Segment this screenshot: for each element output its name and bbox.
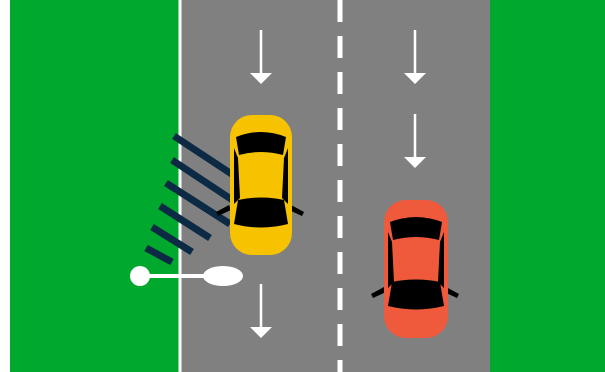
street-lamp-icon — [130, 266, 243, 286]
red-car-icon — [371, 200, 459, 338]
arrow-down-icon — [250, 284, 272, 338]
yellow-car-icon — [216, 115, 304, 255]
arrow-down-icon — [404, 30, 426, 84]
left-grass — [10, 0, 180, 372]
arrow-down-icon — [404, 114, 426, 168]
right-grass — [490, 0, 605, 372]
arrow-down-icon — [250, 30, 272, 84]
